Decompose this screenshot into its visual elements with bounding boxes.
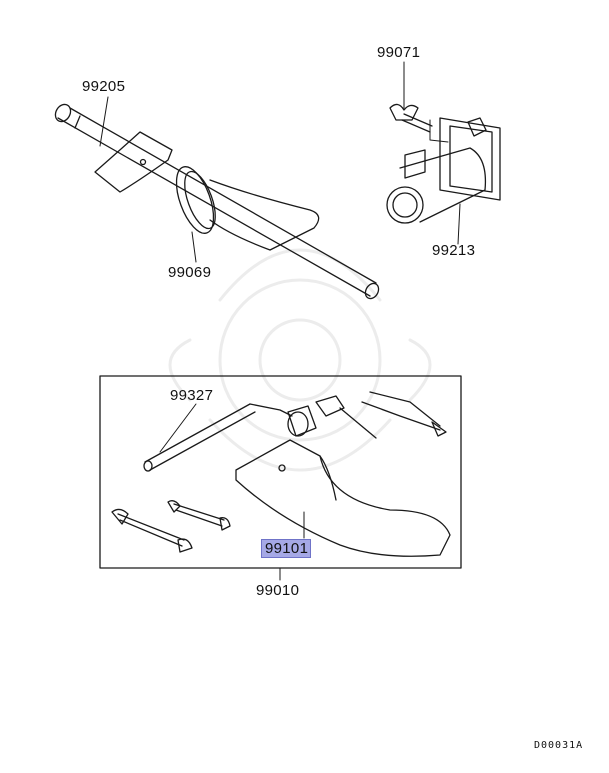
callout-99205[interactable]: 99205 (82, 78, 126, 95)
callout-99327[interactable]: 99327 (170, 387, 214, 404)
pliers (361, 391, 447, 437)
jack-handle-bar (54, 103, 380, 300)
tool-bag (235, 439, 451, 557)
handle-band (175, 166, 216, 234)
leader-lines (99, 61, 461, 581)
spanner-small (167, 500, 231, 531)
callout-99213[interactable]: 99213 (432, 242, 476, 259)
wheel-nut-wrench (143, 403, 317, 472)
callout-99101[interactable]: 99101 (261, 539, 312, 558)
callout-99010[interactable]: 99010 (256, 582, 300, 599)
jack-holder (386, 117, 501, 224)
wing-bolt (389, 103, 433, 133)
drawing-code: D00031A (534, 740, 584, 751)
callout-99069[interactable]: 99069 (168, 264, 212, 281)
watermark-emblem (168, 248, 432, 472)
spanner-large (111, 508, 193, 553)
screwdriver (315, 395, 377, 439)
callout-99071[interactable]: 99071 (377, 44, 421, 61)
